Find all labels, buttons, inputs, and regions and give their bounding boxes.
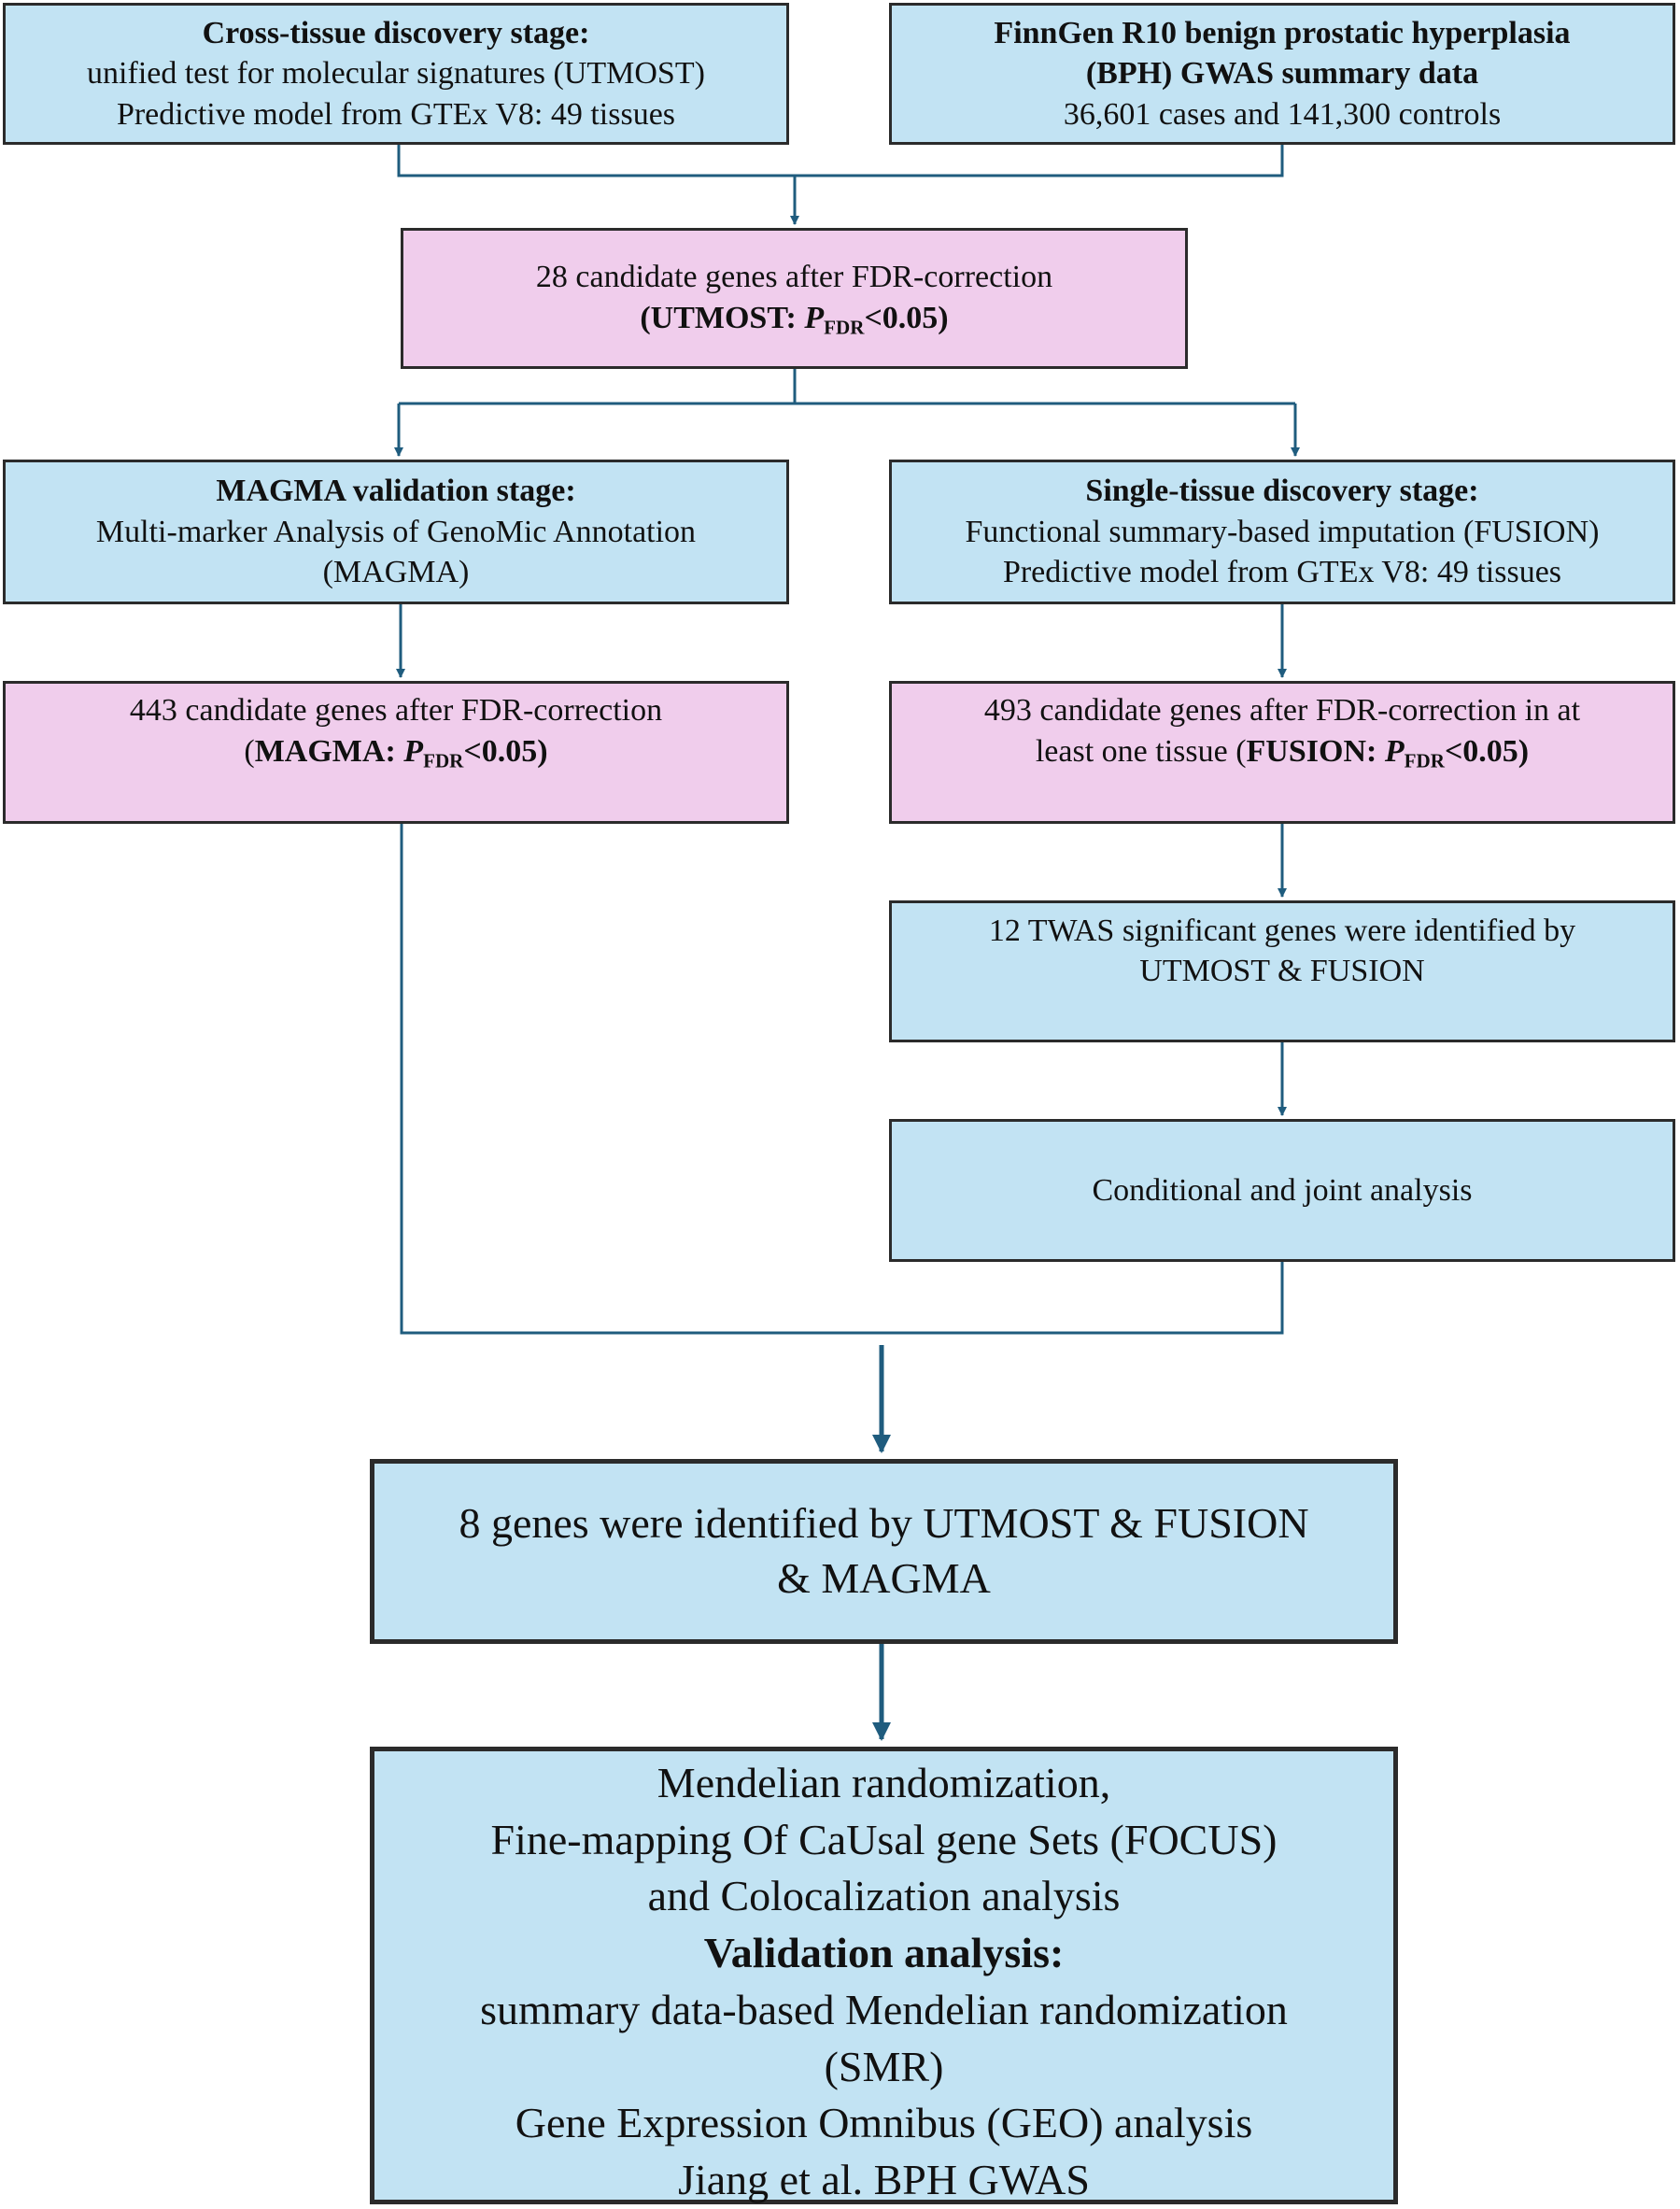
final-line5: summary data-based Mendelian randomizati… (480, 1985, 1288, 2033)
final-line1: Mendelian randomization, (656, 1759, 1111, 1806)
twas-line2: UTMOST & FUSION (1139, 954, 1425, 989)
connector-bottom-merge (400, 824, 1284, 1335)
magma-candidates-box: 443 candidate genes after FDR-correction… (3, 681, 789, 824)
finngen-sample-size: 36,601 cases and 141,300 controls (1063, 96, 1502, 132)
connector-top-merge (397, 145, 1284, 177)
magma-stage-line1: Multi-marker Analysis of GenoMic Annotat… (95, 514, 697, 549)
magma-stage-title: MAGMA validation stage: (216, 474, 576, 509)
single-tissue-model: Predictive model from GTEx V8: 49 tissue… (1002, 555, 1562, 590)
final-analysis-box: Mendelian randomization, Fine-mapping Of… (370, 1747, 1398, 2204)
magma-stage-line2: (MAGMA) (322, 555, 470, 590)
final-validation-title: Validation analysis: (703, 1929, 1065, 1977)
magma-stage-box: MAGMA validation stage: Multi-marker Ana… (3, 460, 789, 604)
finngen-title-line2: (BPH) GWAS summary data (1085, 56, 1479, 92)
cross-tissue-method: unified test for molecular signatures (U… (87, 56, 705, 92)
fusion-threshold: least one tissue (FUSION: PFDR<0.05) (1035, 733, 1530, 772)
cross-tissue-stage-box: Cross-tissue discovery stage: unified te… (3, 3, 789, 145)
eight-genes-box: 8 genes were identified by UTMOST & FUSI… (370, 1459, 1398, 1644)
finngen-title-line1: FinnGen R10 benign prostatic hyperplasia (994, 15, 1571, 50)
single-tissue-stage-box: Single-tissue discovery stage: Functiona… (889, 460, 1675, 604)
cross-tissue-title: Cross-tissue discovery stage: (202, 15, 590, 50)
final-line6: (SMR) (824, 2042, 944, 2090)
twas-genes-box: 12 TWAS significant genes were identifie… (889, 900, 1675, 1042)
fusion-candidates-box: 493 candidate genes after FDR-correction… (889, 681, 1675, 824)
fusion-candidates-count: 493 candidate genes after FDR-correction… (983, 693, 1581, 729)
magma-candidates-count: 443 candidate genes after FDR-correction (129, 693, 663, 729)
finngen-gwas-box: FinnGen R10 benign prostatic hyperplasia… (889, 3, 1675, 145)
magma-threshold: (MAGMA: PFDR<0.05) (244, 733, 548, 772)
final-line3: and Colocalization analysis (647, 1872, 1121, 1920)
final-line2: Fine-mapping Of CaUsal gene Sets (FOCUS) (490, 1815, 1278, 1863)
cross-tissue-model: Predictive model from GTEx V8: 49 tissue… (116, 96, 676, 132)
twas-line1: 12 TWAS significant genes were identifie… (988, 913, 1576, 948)
final-line7: Gene Expression Omnibus (GEO) analysis (515, 2099, 1253, 2147)
utmost-candidates-count: 28 candidate genes after FDR-correction (535, 260, 1053, 295)
single-tissue-method: Functional summary-based imputation (FUS… (965, 514, 1600, 549)
final-line8: Jiang et al. BPH GWAS (678, 2156, 1090, 2204)
utmost-threshold: (UTMOST: PFDR<0.05) (640, 300, 949, 338)
single-tissue-title: Single-tissue discovery stage: (1085, 474, 1479, 509)
utmost-candidates-box: 28 candidate genes after FDR-correction … (401, 228, 1188, 369)
conditional-analysis-box: Conditional and joint analysis (889, 1119, 1675, 1262)
eight-genes-line1: 8 genes were identified by UTMOST & FUSI… (459, 1499, 1309, 1548)
eight-genes-line2: & MAGMA (777, 1554, 991, 1602)
conditional-line1: Conditional and joint analysis (1092, 1172, 1473, 1208)
